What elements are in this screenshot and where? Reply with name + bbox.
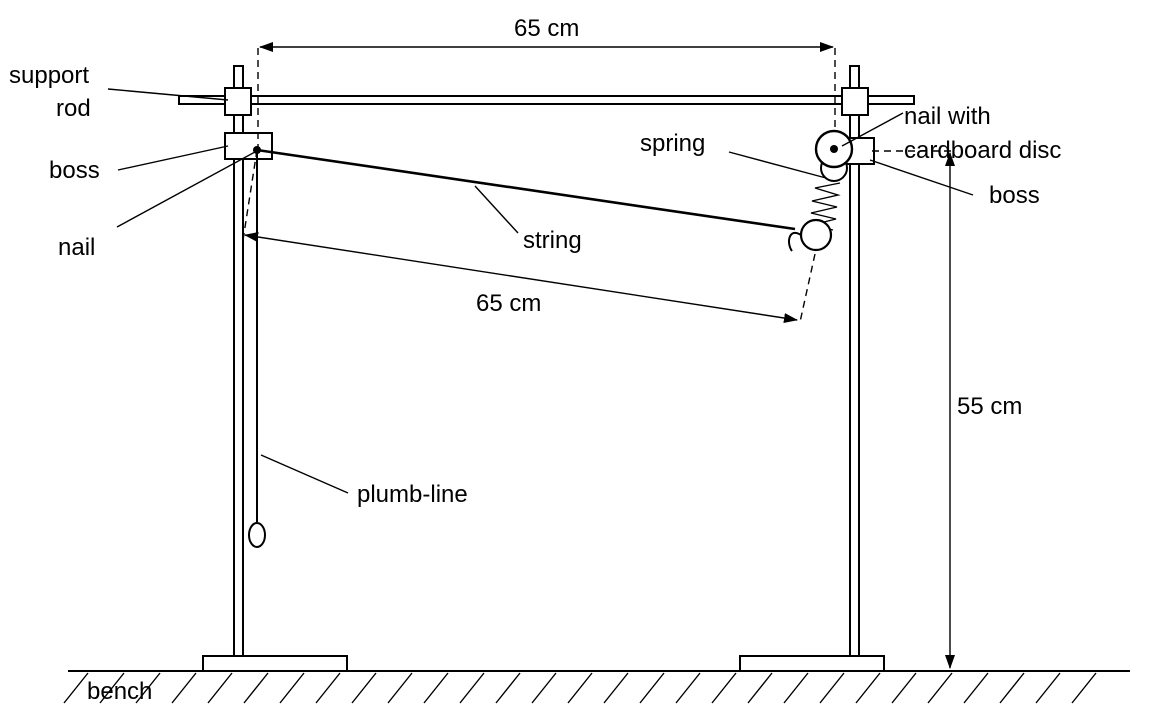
bench-hatching [63, 672, 1097, 704]
hatch-line [783, 672, 809, 704]
left-rod-clamp [224, 87, 252, 116]
hatch-line [531, 672, 557, 704]
label-spring: spring [640, 130, 705, 157]
hatch-line [855, 672, 881, 704]
hatch-line [279, 672, 305, 704]
label-nail: nail [58, 234, 95, 261]
hatch-line [603, 672, 629, 704]
right-stand-rod [849, 65, 860, 657]
hatch-line [387, 672, 413, 704]
label-support-rod-2: rod [56, 95, 91, 122]
hatch-line [171, 672, 197, 704]
hatch-line [423, 672, 449, 704]
hatch-line [999, 672, 1025, 704]
hatch-line [459, 672, 485, 704]
string [256, 148, 796, 231]
nail-head [830, 145, 838, 153]
left-stand-base [202, 655, 348, 672]
plumb-line [248, 150, 266, 548]
hatch-line [567, 672, 593, 704]
label-nail-disc-1: nail with [904, 103, 991, 130]
hatch-line [351, 672, 377, 704]
dim-string-length: 65 cm [476, 290, 541, 317]
hatch-line [1071, 672, 1097, 704]
string-hook [788, 232, 802, 252]
hatch-line [1035, 672, 1061, 704]
label-nail-disc-2: cardboard disc [904, 137, 1061, 164]
label-bench: bench [87, 678, 152, 704]
hatch-line [711, 672, 737, 704]
hatch-line [99, 672, 125, 704]
left-stand-rod [233, 65, 244, 657]
label-plumb-line: plumb-line [357, 481, 468, 508]
hatch-line [747, 672, 773, 704]
plumb-bob [248, 522, 266, 548]
hatch-line [639, 672, 665, 704]
hatch-line [315, 672, 341, 704]
hatch-line [207, 672, 233, 704]
right-stand [739, 65, 885, 672]
right-rod-clamp [841, 87, 869, 116]
support-rod [178, 95, 915, 105]
hatch-line [963, 672, 989, 704]
hatch-line [135, 672, 161, 704]
dim-top-span: 65 cm [514, 15, 579, 42]
hatch-line [243, 672, 269, 704]
right-stand-base [739, 655, 885, 672]
label-boss-right: boss [989, 182, 1040, 209]
string-length-arrow [244, 232, 798, 323]
hatch-line [495, 672, 521, 704]
spring-ring [799, 218, 833, 252]
hatch-line [675, 672, 701, 704]
dim-height: 55 cm [957, 393, 1022, 420]
label-string: string [523, 227, 582, 254]
left-stand [202, 65, 348, 672]
label-support-rod-1: support [9, 62, 89, 89]
bench [63, 670, 1130, 704]
left-boss [224, 132, 273, 160]
hatch-line [891, 672, 917, 704]
label-boss-left: boss [49, 157, 100, 184]
hatch-line [819, 672, 845, 704]
hatch-line [927, 672, 953, 704]
hatch-line [63, 672, 89, 704]
